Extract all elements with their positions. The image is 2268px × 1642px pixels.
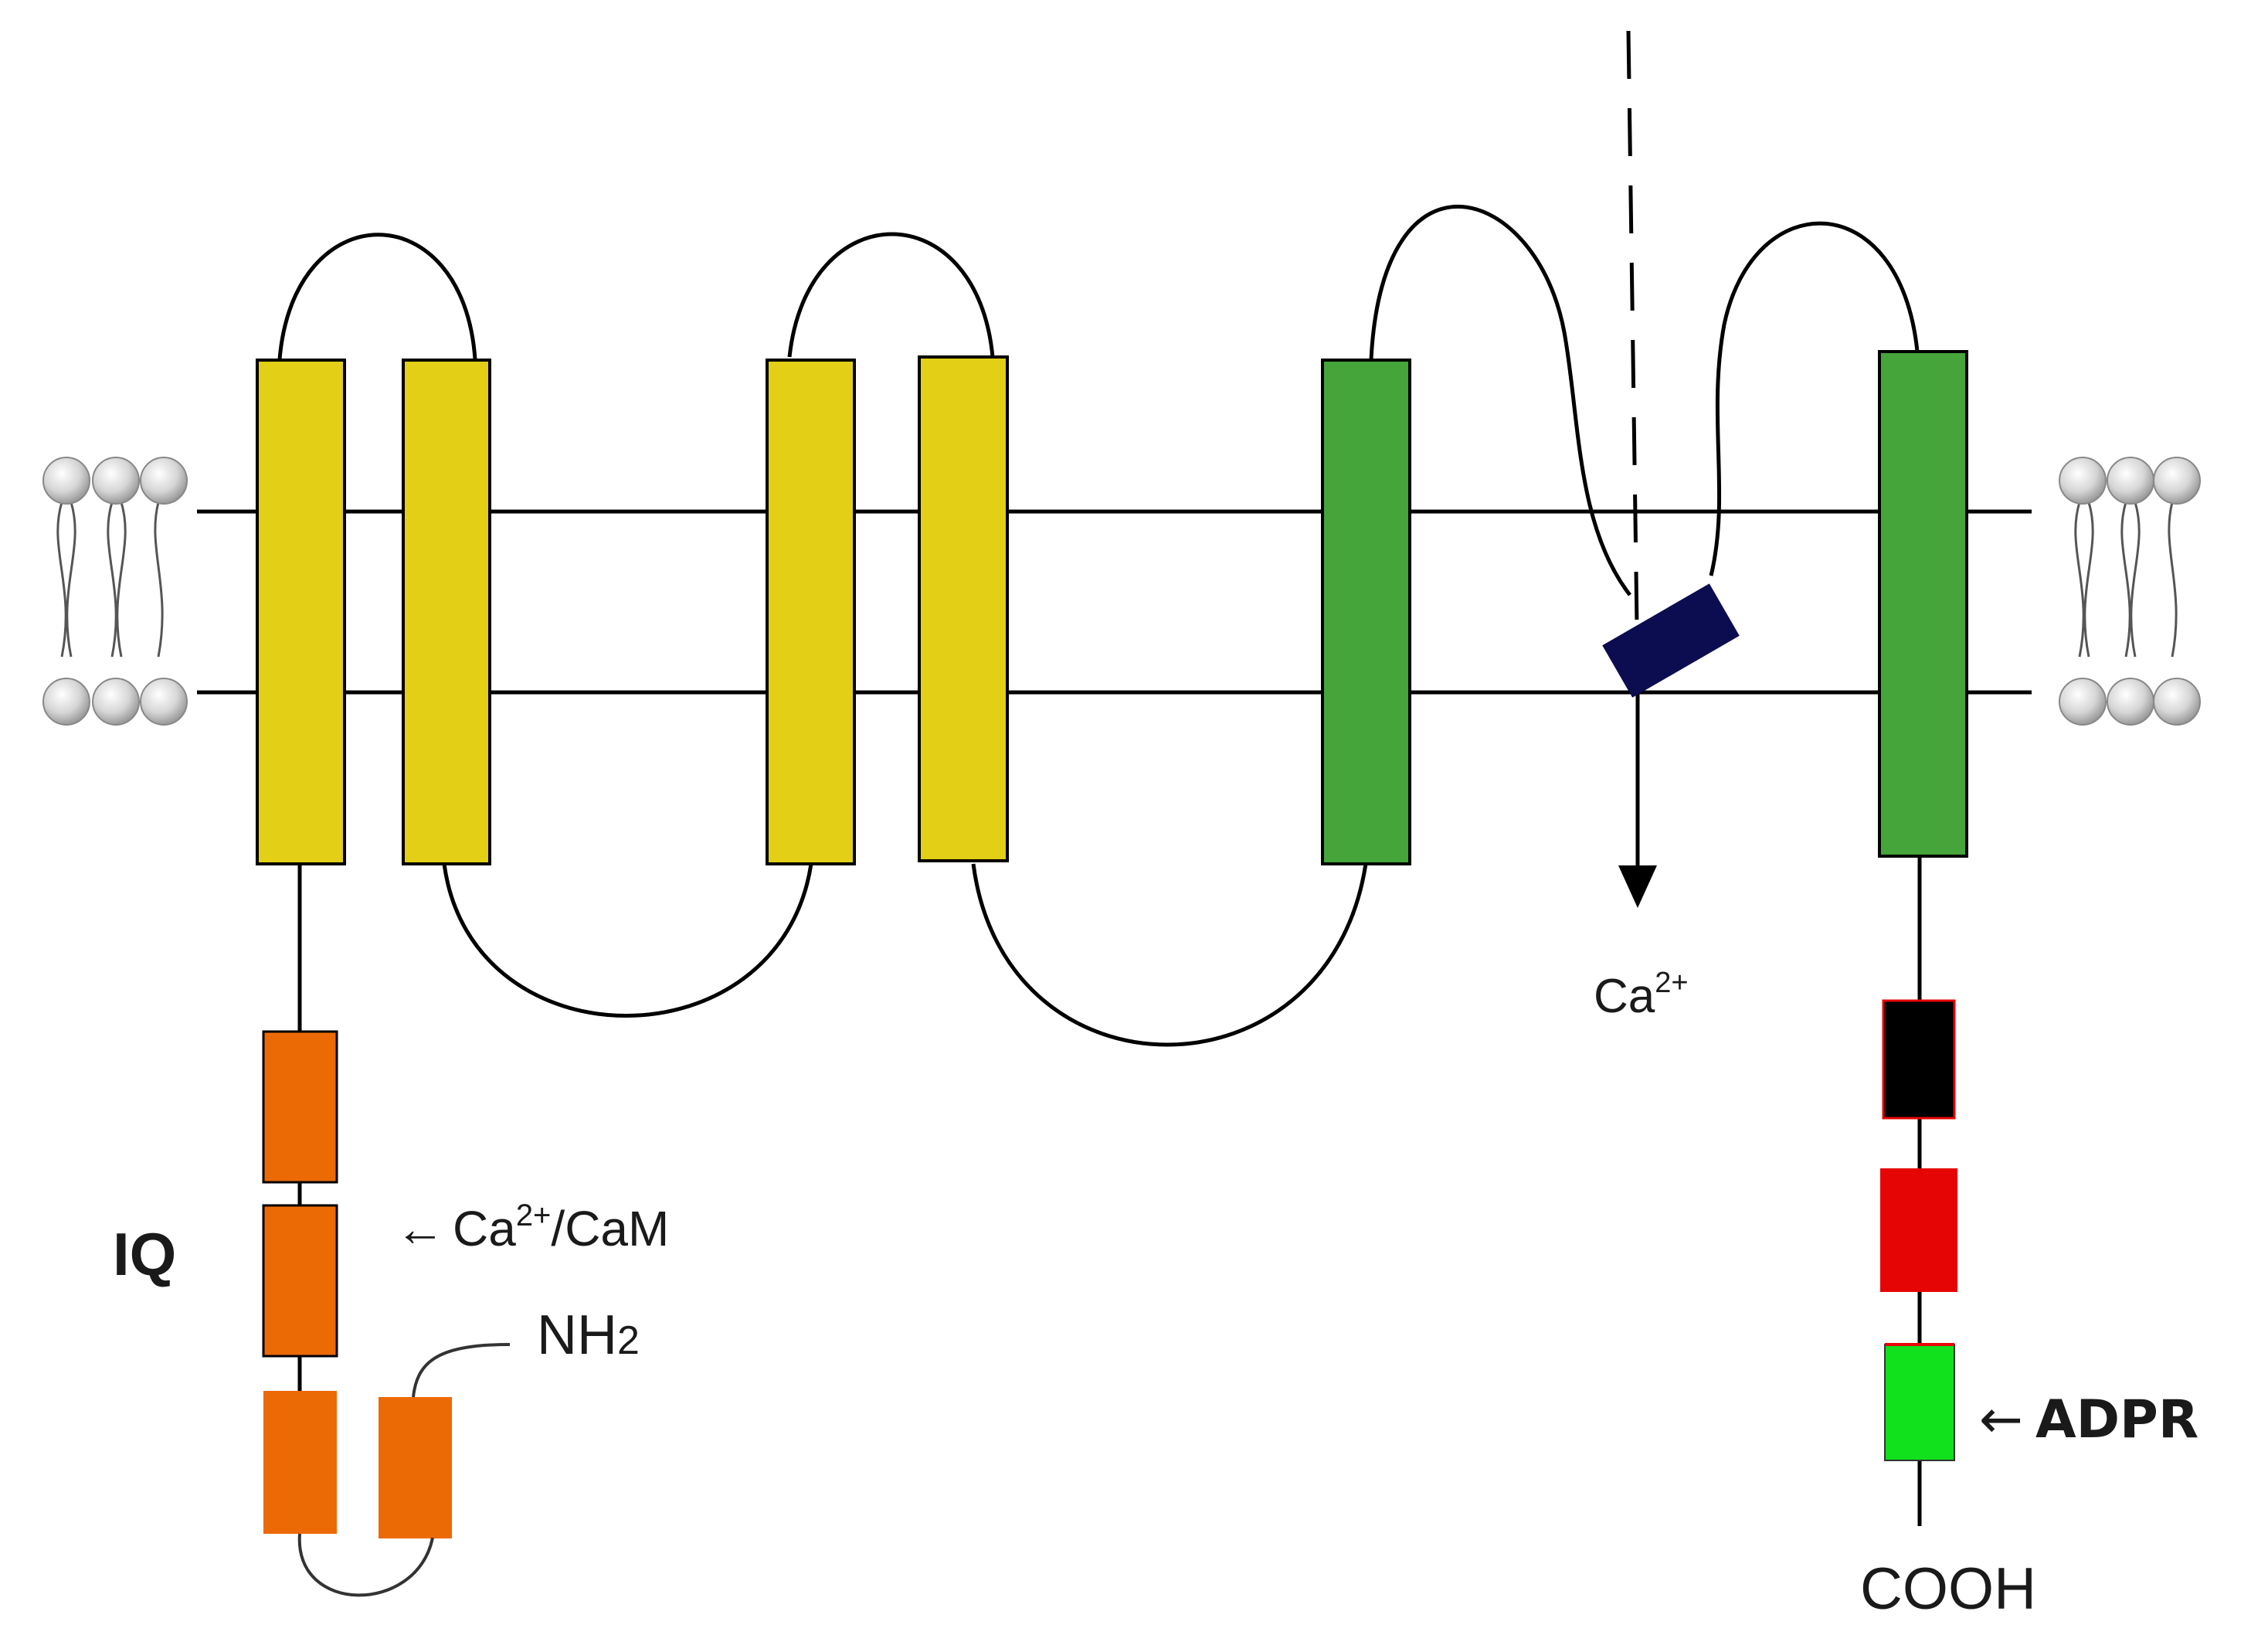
loop-s3-s4: [787, 232, 995, 358]
nh2-label: NH2: [537, 1304, 640, 1366]
lipid-bilayer-right: [2059, 457, 2201, 726]
loop-s2-s3: [442, 863, 813, 1018]
n-term-loop: [297, 1533, 434, 1597]
iq-domain: [262, 1030, 452, 1538]
transmembrane-helices: [256, 350, 1968, 865]
ca-ion-label: Ca2+: [1594, 967, 1689, 1023]
loop-pore-s6: [1709, 221, 1920, 576]
helix-s1: [256, 359, 346, 865]
loop-s1-s2: [277, 233, 477, 360]
helix-s5: [1321, 359, 1411, 865]
iq-label: IQ: [113, 1220, 176, 1288]
iq-box-3: [263, 1391, 337, 1534]
cterm-red-box: [1880, 1168, 1957, 1292]
adpr-binding-label: ←ADPR: [1979, 1389, 2198, 1450]
membrane: [197, 509, 2032, 695]
iq-box-4: [379, 1397, 452, 1538]
ca-influx-arrow: [1618, 694, 1657, 908]
cooh-label: COOH: [1860, 1556, 2036, 1622]
helix-s6: [1878, 350, 1968, 858]
lipid-bilayer-left: [42, 457, 188, 726]
helix-s2: [402, 359, 491, 865]
nudix-box: [1884, 1344, 1955, 1461]
helix-s3: [766, 359, 856, 865]
nh2-leader: [412, 1343, 511, 1398]
cterm-black-box: [1882, 999, 1956, 1120]
helix-s4: [918, 355, 1009, 862]
loops: [277, 204, 1922, 1526]
cam-binding-label: ←Ca2+/CaM: [396, 1198, 669, 1256]
loop-s5-pore: [1369, 204, 1631, 597]
iq-box-1: [262, 1030, 338, 1184]
c-terminal-domains: [1880, 999, 1957, 1461]
loop-s4-s5: [971, 863, 1368, 1047]
pore-axis-dashed: [1626, 30, 1640, 681]
pore-helix: [1602, 583, 1740, 698]
iq-box-2: [262, 1204, 338, 1358]
